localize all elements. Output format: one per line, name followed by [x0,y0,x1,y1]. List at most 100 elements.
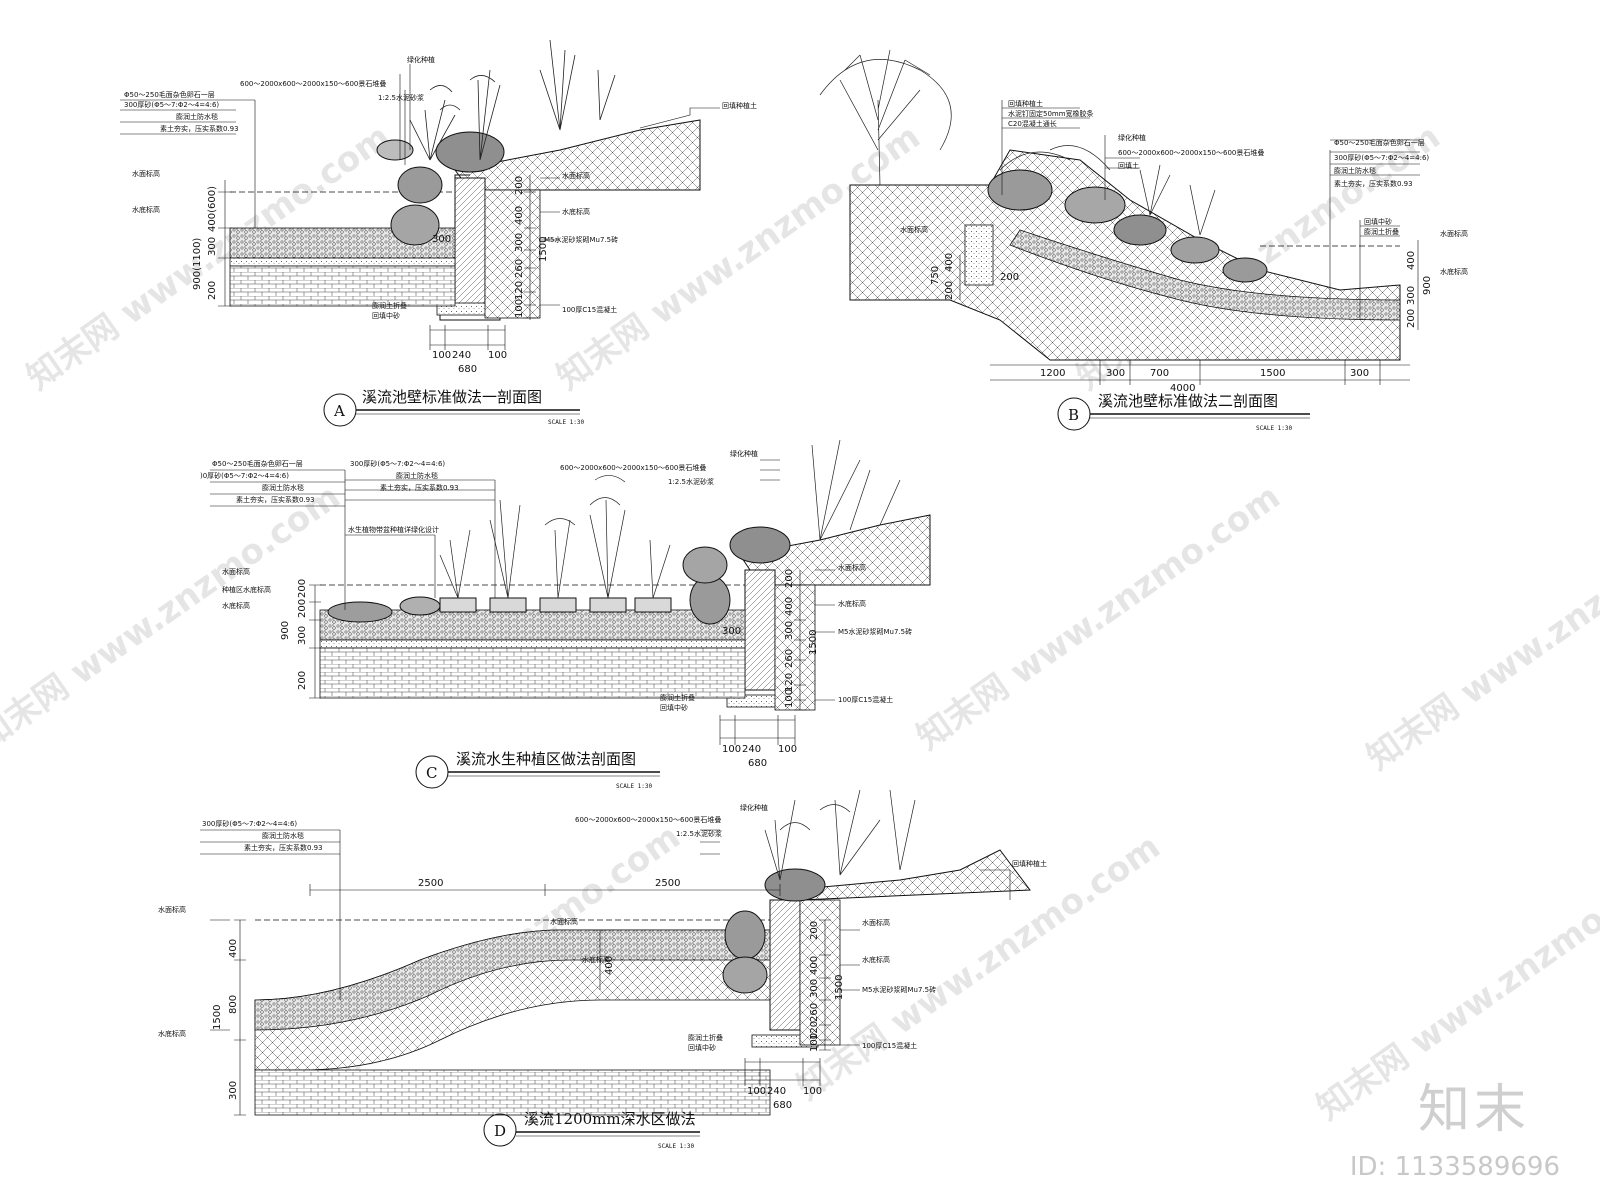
section-b-note-fold: 膨润土折叠 [1364,227,1399,236]
section-c-note-plant-bed: 种植区水底标高 [222,585,271,594]
section-d-dim-r2: 400 [809,956,820,975]
section-c-note-base: 100厚C15混凝土 [838,695,893,704]
section-d-note-base: 100厚C15混凝土 [862,1041,917,1050]
section-c-note-water-level-right: 水面标高 [838,563,866,572]
section-b-scale: SCALE 1:30 [1256,425,1293,432]
section-d-note-water-level-mid: 水面标高 [550,917,578,926]
section-c-wall [744,569,776,691]
section-c-dim-h3: 200 [297,671,308,690]
section-b-note-c20: C20混凝土通长 [1008,119,1057,128]
section-c-plants [439,439,901,599]
section-b-note-plant: 绿化种植 [1118,133,1146,142]
section-c-dim-h0: 200 [297,579,308,598]
section-d-dim-l1: 400 [228,939,239,958]
section-c-note-plant: 绿化种植 [730,449,758,458]
section-c-note-sand2: 300厚砂(Φ5～7:Φ2～4=4:6) [350,459,445,468]
section-b-note-sand: 300厚砂(Φ5～7:Φ2～4=4:6) [1334,153,1429,162]
section-b-dim-l5: 300 [1350,368,1369,379]
section-d-note-rock: 600～2000x600～2000x150～600景石堆叠 [575,815,721,824]
section-d-note-midsand: 回填中砂 [688,1043,716,1052]
section-c-note-soil: 素土夯实，压实系数0.93 [236,495,315,504]
section-d: 300厚砂(Φ5～7:Φ2～4=4:6) 膨润土防水毯 素土夯实，压实系数0.9… [158,789,1047,1150]
section-a-note-water-level-right: 水面标高 [562,171,590,180]
section-a-note-plant: 绿化种植 [407,55,435,64]
section-a-title: 溪流池壁标准做法一剖面图 [362,388,542,406]
section-c-note-soil2: 素土夯实，压实系数0.93 [380,483,459,492]
section-c-dim-h1: 200 [297,599,308,618]
section-d-dim-w2: 240 [767,1086,786,1097]
section-a-dim-h3: 200 [207,281,218,300]
section-a: Φ50～250毛面杂色卵石一层 300厚砂(Φ5～7:Φ2～4=4:6) 膨润土… [120,39,757,427]
section-b-dim-lt: 4000 [1170,383,1195,394]
section-b-note-stone: Φ50～250毛面杂色卵石一层 [1334,138,1425,147]
section-b-note-soil: 素土夯实，压实系数0.93 [1334,179,1413,188]
section-b-c20-beam [964,224,994,286]
section-c-dim-r2: 400 [784,597,795,616]
section-d-dim-wt: 680 [773,1100,792,1111]
section-a-scale: SCALE 1:30 [548,419,585,426]
section-b-note-water-level-left: 水面标高 [900,225,928,234]
section-d-dim-r1: 200 [809,921,820,940]
section-c-dim-w3: 100 [778,744,797,755]
section-d-dim-r7: 1500 [834,975,845,1000]
section-b-note-midsand: 回填中砂 [1364,217,1392,226]
section-a-note-fold: 膨润土折叠 [372,301,407,310]
section-c-dim-total: 900 [280,621,291,640]
section-d-pebble-layer [254,929,771,1031]
section-d-note-fold: 膨润土折叠 [688,1033,723,1042]
section-a-note-bed-level-right: 水底标高 [562,207,590,216]
section-a-note-seal: 膨润土防水毯 [176,112,218,121]
section-a-note-rock: 600～2000x600～2000x150～600景石堆叠 [240,79,386,88]
section-d-note-bed-level-right: 水底标高 [862,955,890,964]
section-d-note-bed-level-mid: 水底标高 [582,955,610,964]
section-b-dim-h3: 200 [944,281,955,300]
section-c-dim-r4: 260 [784,649,795,668]
section-b-dim-rt: 900 [1422,276,1433,295]
section-a-dim-r4: 260 [514,259,525,278]
section-a-soil [229,265,456,307]
section-d-note-seal: 膨润土防水毯 [262,831,304,840]
section-a-dim-w2: 240 [452,350,471,361]
section-c-note-bed-level-right: 水底标高 [838,599,866,608]
section-c-note-pots: 水生植物带盆种植详绿化设计 [348,525,439,534]
section-b-note-rock: 600～2000x600～2000x150～600景石堆叠 [1118,148,1264,157]
image-id: ID: 1133589696 [1349,1152,1560,1182]
section-d-plants [764,789,916,881]
section-d-scale: SCALE 1:30 [658,1143,695,1150]
section-d-wall [769,899,801,1031]
section-c-soil [319,647,746,699]
section-c-dim-h2: 300 [297,626,308,645]
section-b: 回填种植土 水泥钉固定50mm宽橡胶条 C20混凝土通长 绿化种植 600～20… [819,49,1468,432]
section-a-boulder-1 [397,166,443,204]
section-c-note-rock: 600～2000x600～2000x150～600景石堆叠 [560,463,706,472]
section-b-dim-r1: 400 [1406,251,1417,270]
section-b-dim-l1: 1200 [1040,368,1065,379]
section-c-note-stone: Φ50～250毛面杂色卵石一层 [212,459,303,468]
section-a-dim-h2: 300 [207,237,218,256]
section-a-dim-r7: 1500 [538,237,549,262]
section-c-note-seal: 膨润土防水毯 [262,483,304,492]
section-c: Φ50～250毛面杂色卵石一层 )0厚砂(Φ5～7:Φ2～4=4:6) 膨润土防… [200,439,931,790]
section-d-dim-w3: 100 [803,1086,822,1097]
section-b-letter: B [1068,406,1079,424]
section-d-title-bubble [483,1113,517,1147]
section-b-note-fill: 回填种植土 [1008,99,1043,108]
section-a-wall [454,177,486,309]
section-d-dim-span1: 2500 [418,878,443,889]
section-a-dim-r6: 100 [514,299,525,318]
section-a-dim-r8: 300 [432,234,451,245]
section-b-dim-l2: 300 [1106,368,1125,379]
section-c-dim-r7: 1500 [808,630,819,655]
section-c-plant-pots [439,597,672,613]
section-d-dim-m1: 400 [604,956,615,975]
section-b-note-bed-level: 水底标高 [1440,267,1468,276]
section-c-note-bed-level: 水底标高 [222,601,250,610]
section-c-note-mortar: 1:2.5水泥砂浆 [668,477,714,486]
section-c-scale: SCALE 1:30 [616,783,653,790]
section-b-dim-l3: 700 [1150,368,1169,379]
section-d-dim-l2: 800 [228,995,239,1014]
section-a-dim-w1: 100 [432,350,451,361]
section-a-letter: A [333,402,345,420]
section-c-note-fold: 膨润土折叠 [660,693,695,702]
section-b-title: 溪流池壁标准做法二剖面图 [1098,392,1278,410]
